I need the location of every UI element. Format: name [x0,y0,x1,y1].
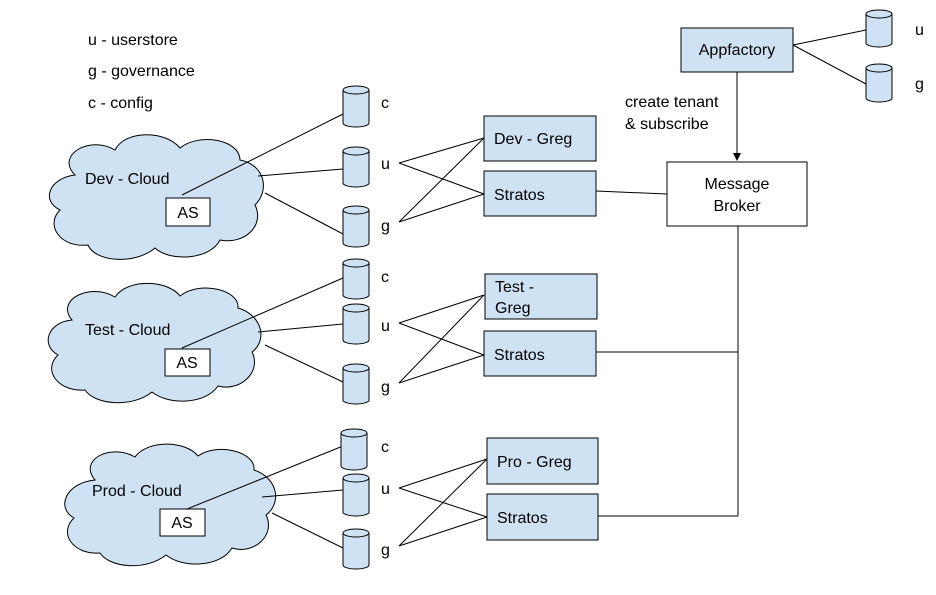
dev-userstore-cylinder [342,146,370,188]
test-store-c: c [381,269,389,286]
test-userstore-cylinder [342,303,370,345]
prod-config-cylinder [340,428,368,471]
prod-stratos-box[interactable] [486,493,599,541]
dev-governance-cylinder [342,205,370,248]
prod-store-u: u [381,481,390,498]
legend-userstore: u - userstore [88,32,178,49]
dev-store-g: g [381,218,390,235]
appfactory-store-g: g [915,76,924,93]
prod-store-c: c [381,439,389,456]
appfactory-userstore-cylinder [865,9,893,48]
dev-stratos-label: Stratos [494,187,545,204]
dev-stratos-box[interactable] [483,170,597,217]
test-config-cylinder [342,258,370,300]
appfactory-box[interactable] [680,27,794,73]
legend-governance: g - governance [88,63,195,80]
dev-store-u: u [381,156,390,173]
message-broker-box[interactable] [666,161,808,227]
edge-label-create-tenant: create tenant [625,94,719,111]
test-greg-box[interactable] [484,273,598,320]
test-greg-label-line2: Greg [495,300,531,317]
prod-greg-box[interactable] [486,437,599,485]
dev-as-label: AS [177,205,198,222]
prod-userstore-cylinder [342,473,370,517]
dev-as-box[interactable] [165,197,211,227]
test-as-label: AS [176,355,197,372]
test-stratos-label: Stratos [494,347,545,364]
dev-greg-box[interactable] [483,115,597,162]
prod-cloud [64,443,276,567]
prod-store-g: g [381,542,390,559]
test-store-u: u [381,318,390,335]
dev-config-cylinder [342,85,370,128]
dev-cloud [48,134,264,260]
appfactory-governance-cylinder [865,63,893,103]
legend-config: c - config [88,95,153,112]
prod-greg-label: Pro - Greg [497,454,572,471]
edge-label-subscribe: & subscribe [625,116,709,133]
message-broker-label-line2: Broker [713,198,761,215]
test-stratos-box[interactable] [483,330,597,377]
test-cloud-label: Test - Cloud [85,322,170,339]
test-store-g: g [381,379,390,396]
dev-cloud-label: Dev - Cloud [85,171,169,188]
prod-governance-cylinder [342,528,370,570]
prod-stratos-label: Stratos [497,510,548,527]
message-broker-label-line1: Message [705,176,770,193]
appfactory-label: Appfactory [699,42,775,59]
appfactory-store-u: u [915,22,924,39]
test-governance-cylinder [342,363,370,405]
prod-as-label: AS [171,515,192,532]
test-cloud [47,282,262,404]
dev-store-c: c [381,95,389,112]
test-greg-label-line1: Test - [495,279,534,296]
test-as-box[interactable] [164,348,211,377]
prod-as-box[interactable] [159,508,206,537]
dev-greg-label: Dev - Greg [494,131,572,148]
prod-cloud-label: Prod - Cloud [92,483,182,500]
